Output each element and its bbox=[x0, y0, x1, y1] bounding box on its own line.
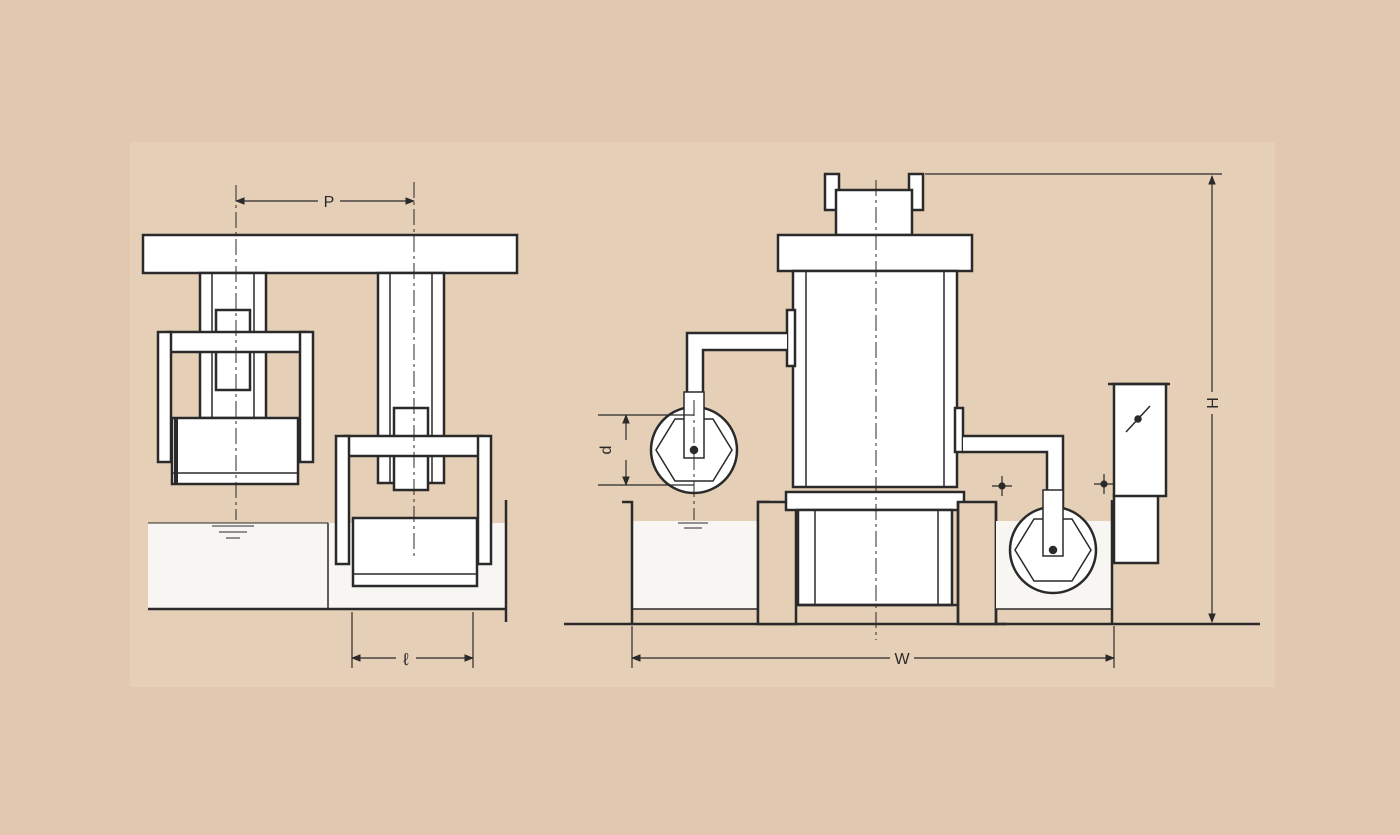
hoist-lowered bbox=[334, 271, 493, 588]
right-view bbox=[564, 172, 1260, 668]
label-width: W bbox=[894, 651, 910, 668]
left-view bbox=[141, 182, 519, 668]
guide-wheel-right bbox=[963, 434, 1098, 595]
water-level-icon bbox=[678, 522, 708, 529]
label-diameter: d bbox=[598, 446, 615, 455]
label-length: ℓ bbox=[402, 650, 409, 669]
centre-lines-left bbox=[235, 182, 415, 560]
label-pitch: P bbox=[324, 194, 335, 211]
overhead-beam bbox=[141, 233, 519, 275]
reference-marks bbox=[992, 474, 1114, 496]
dimension-width bbox=[631, 626, 1115, 668]
gauge-icon bbox=[1125, 405, 1151, 433]
hoist-raised bbox=[156, 271, 315, 486]
label-height: H bbox=[1205, 397, 1222, 409]
water-level-icon bbox=[212, 525, 254, 539]
main-column bbox=[776, 172, 974, 607]
centre-lines-right bbox=[693, 180, 877, 640]
overflow-tank bbox=[956, 382, 1170, 626]
water-tank-right bbox=[622, 500, 798, 626]
